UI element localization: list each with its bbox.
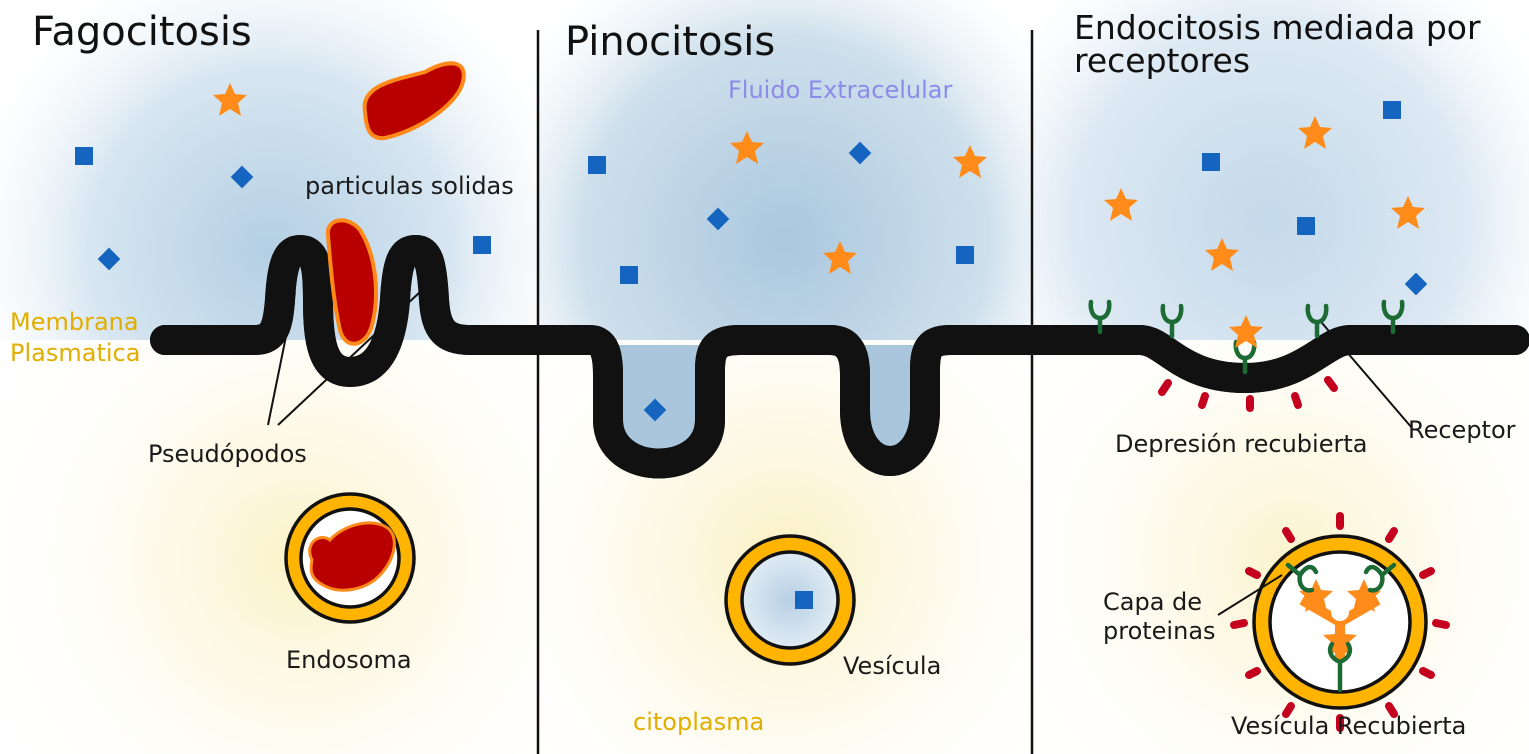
label-vesicula: Vesícula [843,652,941,681]
label-pseudopodos: Pseudópodos [148,440,307,469]
label-capa-line1: Capa de [1103,588,1216,617]
label-vesicula-recubierta: Vesícula Recubierta [1231,712,1466,741]
label-membrana-line2: Plasmatica [10,338,140,369]
label-citoplasma: citoplasma [633,707,764,738]
panel-title-fagocitosis: Fagocitosis [32,12,252,52]
label-fluido-extracelular: Fluido Extracelular [728,76,952,104]
label-depresion-recubierta: Depresión recubierta [1115,430,1367,459]
vesicula [726,536,854,664]
label-membrana-line1: Membrana [10,307,140,338]
label-particulas-solidas: particulas solidas [305,172,514,201]
label-endosoma: Endosoma [286,646,412,675]
label-receptor: Receptor [1408,416,1516,445]
panel-title-pinocitosis: Pinocitosis [565,22,775,62]
panel-title-receptores: Endocitosis mediada por receptores [1074,11,1494,77]
endosoma [286,494,414,622]
label-capa-de-proteinas: Capa de proteinas [1103,588,1216,646]
label-membrana: Membrana Plasmatica [10,307,140,368]
label-capa-line2: proteinas [1103,617,1216,646]
